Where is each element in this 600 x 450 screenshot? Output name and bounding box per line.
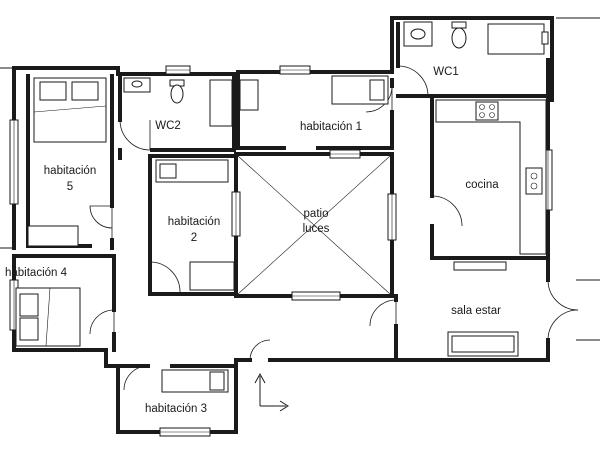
label-patio-line2: luces <box>303 223 330 235</box>
room-labels: WC1 WC2 habitación 1 habitación 5 habita… <box>5 66 501 415</box>
right-edge <box>0 17 600 341</box>
label-wc1: WC1 <box>433 66 459 78</box>
label-patio-line1: patio <box>304 208 329 220</box>
bed-habitacion-3 <box>161 369 229 393</box>
doors <box>89 65 579 391</box>
bed-habitacion-2 <box>155 159 235 291</box>
windows <box>9 65 553 437</box>
interior-walls <box>12 22 550 368</box>
bed-habitacion-1 <box>239 75 389 111</box>
label-habitacion-1: habitación 1 <box>300 121 362 133</box>
wc2-fixtures <box>123 77 233 127</box>
kitchen-counters <box>435 99 547 255</box>
entrance-arrow-icon <box>254 372 289 412</box>
label-habitacion-5-line2: 5 <box>67 181 73 193</box>
label-sala-estar: sala estar <box>451 305 501 317</box>
patio-skylight <box>237 155 391 295</box>
label-habitacion-2-line2: 2 <box>191 232 197 244</box>
label-habitacion-3: habitación 3 <box>145 403 207 415</box>
label-habitacion-4: habitación 4 <box>5 267 68 279</box>
bed-habitacion-4 <box>15 287 81 347</box>
label-cocina: cocina <box>465 179 499 191</box>
wc1-fixtures <box>403 21 549 55</box>
label-habitacion-2-line1: habitación <box>168 216 220 228</box>
bed-habitacion-5 <box>27 77 107 247</box>
label-habitacion-5-line1: habitación <box>44 165 96 177</box>
label-wc2: WC2 <box>155 120 181 132</box>
sala-furniture <box>447 261 519 357</box>
